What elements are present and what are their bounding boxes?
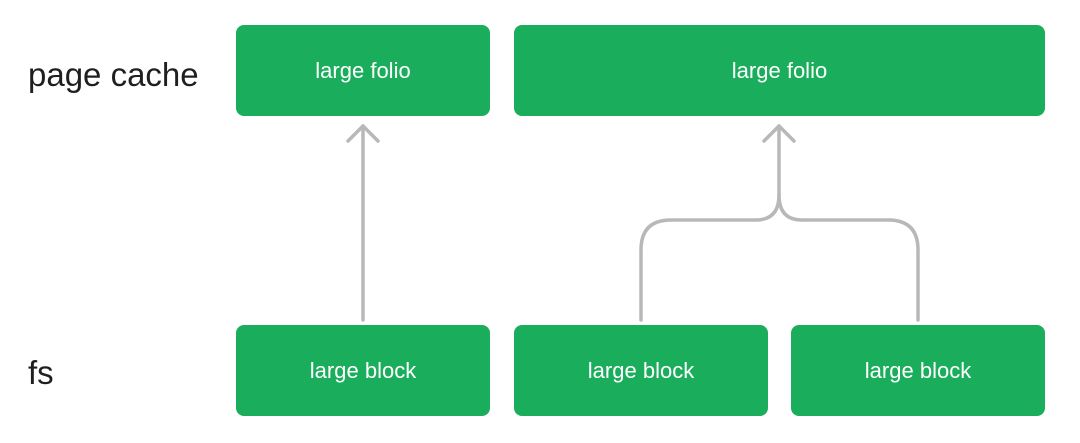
large-folio-box-2: large folio <box>514 25 1045 116</box>
large-block-box-2: large block <box>514 325 768 416</box>
large-folio-box-1: large folio <box>236 25 490 116</box>
large-block-box-3: large block <box>791 325 1045 416</box>
fs-row-label: fs <box>28 354 54 391</box>
arrow-block3-branch <box>777 193 920 322</box>
arrow-block2-branch <box>639 193 781 322</box>
large-block-box-1: large block <box>236 325 490 416</box>
page-cache-row-label: page cache <box>28 56 199 93</box>
arrowhead-folio1 <box>346 124 380 143</box>
arrowhead-folio2 <box>762 124 796 143</box>
